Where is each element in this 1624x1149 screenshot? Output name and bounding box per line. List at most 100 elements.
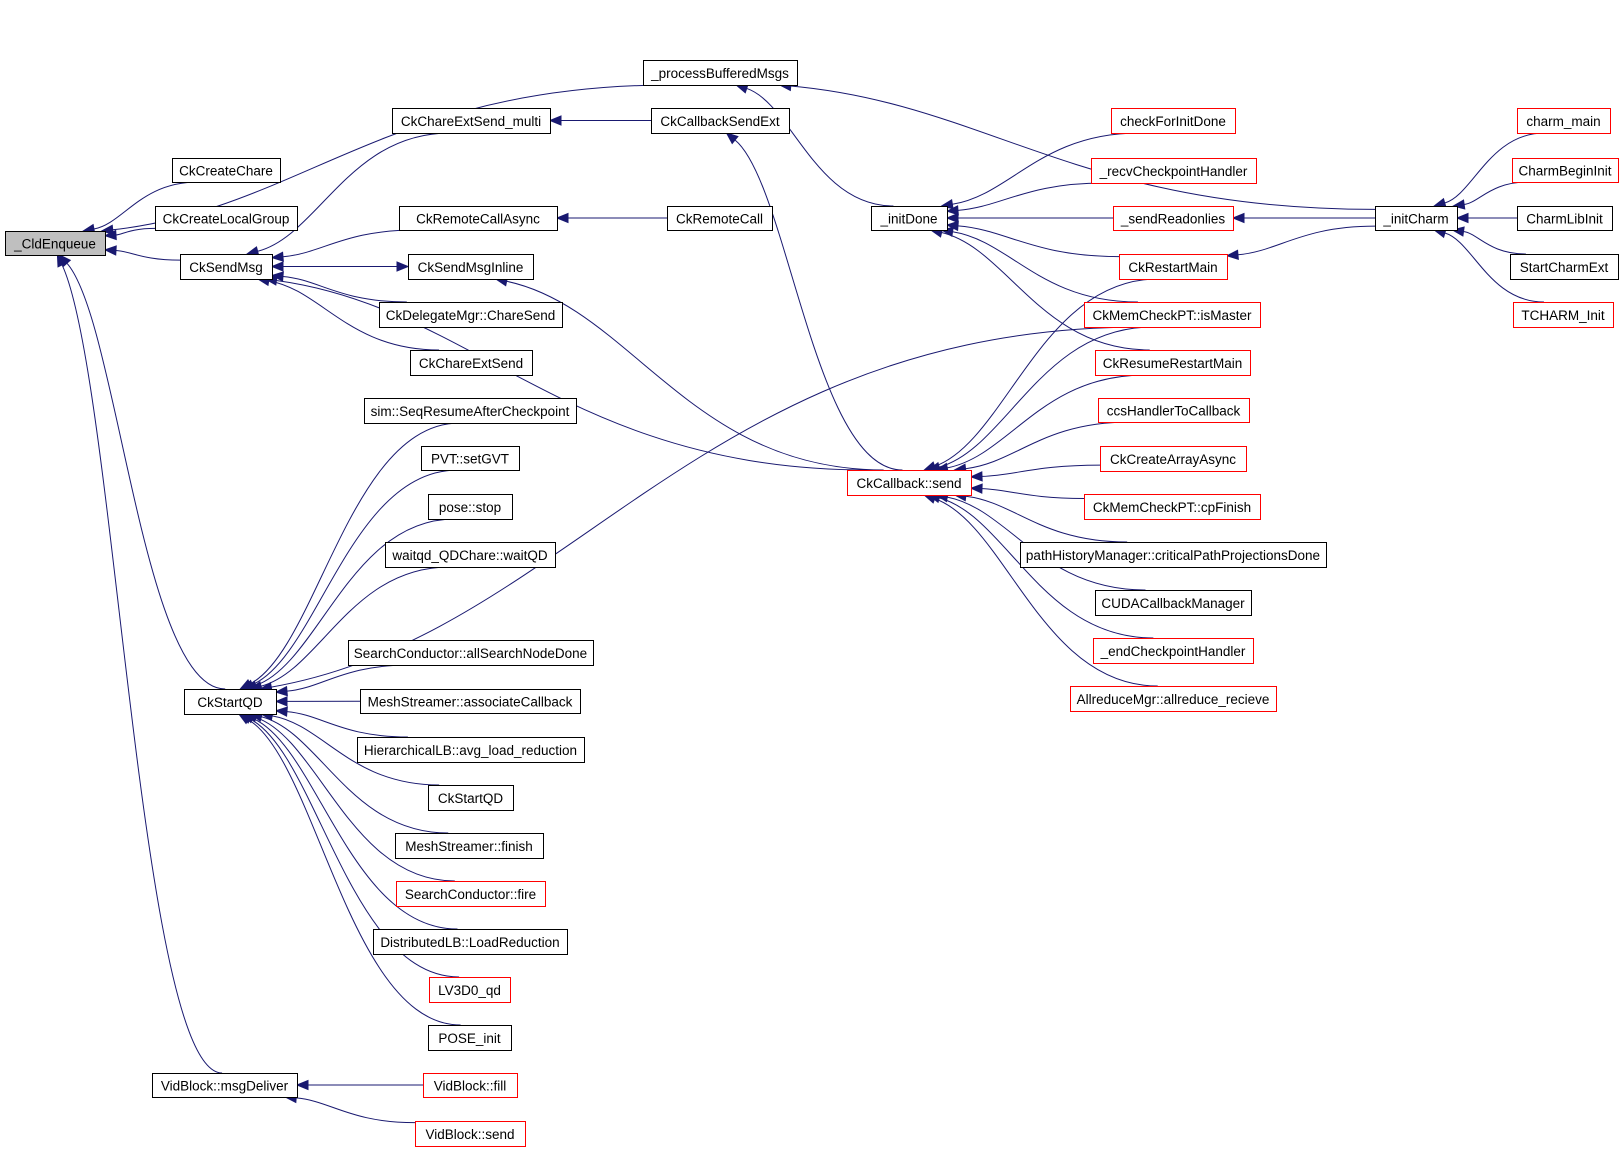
edge-ckcallback-send-to-ckcallbacksendext (725, 132, 903, 471)
node-box (1070, 686, 1277, 712)
edge-line (255, 518, 455, 686)
node-cldenqueue[interactable]: _CldEnqueue (5, 231, 106, 256)
node-charmlibinit[interactable]: CharmLibInit (1517, 206, 1613, 231)
node-box (1517, 108, 1611, 134)
node-box (1517, 206, 1613, 231)
node-label: HierarchicalLB::avg_load_reduction (364, 743, 577, 758)
node-sim-seqresumeaftercheckpoint[interactable]: sim::SeqResumeAfterCheckpoint (364, 398, 577, 424)
edge-line (952, 231, 1138, 303)
node-ckremotecall[interactable]: CkRemoteCall (667, 206, 773, 231)
node-cksendmsginline[interactable]: CkSendMsgInline (408, 254, 534, 280)
node-box (180, 254, 273, 280)
node-searchconductor-allsearchnodedone[interactable]: SearchConductor::allSearchNodeDone (348, 640, 594, 666)
node-ckremotecallasync[interactable]: CkRemoteCallAsync (399, 206, 558, 231)
node-pose-init[interactable]: POSE_init (428, 1025, 512, 1051)
node-pathhistorymanager-criticalpathprojectionsdone[interactable]: pathHistoryManager::criticalPathProjecti… (1020, 542, 1327, 568)
edge-line (93, 181, 198, 230)
node-charm-main[interactable]: charm_main (1517, 108, 1611, 134)
node-cksendmsg[interactable]: CkSendMsg (180, 254, 273, 280)
edge-ckstartqd-to-cldenqueue (58, 254, 226, 690)
node-pose-stop[interactable]: pose::stop (428, 494, 513, 520)
arrowhead-icon (270, 251, 284, 262)
edge-line (965, 495, 1128, 543)
node-ccshandlertocallback[interactable]: ccsHandlerToCallback (1098, 398, 1250, 423)
node-distributedlb-loadreduction[interactable]: DistributedLB::LoadReduction (373, 929, 568, 955)
node-ckchareextsend[interactable]: CkChareExtSend (410, 350, 533, 376)
node-allreducemgr-allreduce-recieve[interactable]: AllreduceMgr::allreduce_recieve (1070, 686, 1277, 712)
node-startcharmext[interactable]: StartCharmExt (1510, 254, 1619, 280)
node-waitqd-qdchare-waitqd[interactable]: waitqd_QDChare::waitQD (385, 542, 556, 568)
edge-line (255, 717, 455, 882)
node-vidblock-msgdeliver[interactable]: VidBlock::msgDeliver (152, 1073, 298, 1098)
node-box (871, 206, 948, 231)
edge-ckmemcheckpt-ismaster-to-ckstartqd (259, 326, 1142, 693)
edge-line (1444, 132, 1545, 204)
node-ckcallbacksendext[interactable]: CkCallbackSendExt (651, 108, 790, 134)
edge-line (286, 711, 408, 738)
node-ckcreatelocalgroup[interactable]: CkCreateLocalGroup (155, 206, 298, 231)
node-cudacallbackmanager[interactable]: CUDACallbackManager (1095, 590, 1252, 616)
edge-line (252, 717, 458, 930)
node-ckchareextsend-multi[interactable]: CkChareExtSend_multi (392, 108, 551, 134)
arrowhead-icon (1455, 212, 1469, 224)
node-ckdelegatemgr-charesend[interactable]: CkDelegateMgr::ChareSend (379, 302, 563, 328)
edge-line (746, 87, 894, 207)
node-label: CkSendMsg (189, 260, 263, 275)
node-box (379, 302, 563, 328)
node-box (155, 206, 298, 231)
node-vidblock-send[interactable]: VidBlock::send (415, 1121, 526, 1147)
node-box (364, 398, 577, 424)
edge-line (952, 132, 1140, 205)
node-ckcreatearrayasync[interactable]: CkCreateArrayAsync (1100, 446, 1247, 472)
node-label: CharmBeginInit (1518, 164, 1611, 179)
node-box (429, 977, 511, 1003)
edge-meshstreamer-finish-to-ckstartqd (249, 711, 449, 834)
node-ckresumerestartmain[interactable]: CkResumeRestartMain (1095, 350, 1251, 376)
node-ckmemcheckpt-cpfinish[interactable]: CkMemCheckPT::cpFinish (1084, 494, 1261, 520)
node-label: _endCheckpointHandler (1100, 644, 1246, 659)
node-label: DistributedLB::LoadReduction (380, 935, 559, 950)
node-initdone[interactable]: _initDone (871, 206, 948, 231)
node-searchconductor-fire[interactable]: SearchConductor::fire (396, 881, 546, 907)
node-box (172, 158, 281, 183)
arrowhead-icon (945, 212, 959, 224)
node-box (1119, 254, 1228, 280)
node-pvt-setgvt[interactable]: PVT::setGVT (421, 446, 520, 471)
node-ckcreatechare[interactable]: CkCreateChare (172, 158, 281, 183)
node-ckcallback-send[interactable]: CkCallback::send (847, 470, 972, 496)
node-ckmemcheckpt-ismaster[interactable]: CkMemCheckPT::isMaster (1084, 302, 1261, 328)
edge-charmbegininit-to-initcharm (1451, 181, 1528, 210)
node-box (1513, 302, 1614, 328)
node-label: SearchConductor::allSearchNodeDone (354, 646, 587, 661)
edge-line (981, 464, 1101, 477)
node-hierarchicallb-avg-load-reduction[interactable]: HierarchicalLB::avg_load_reduction (357, 737, 585, 763)
node-initcharm[interactable]: _initCharm (1375, 206, 1458, 231)
node-checkforinitdone[interactable]: checkForInitDone (1111, 108, 1236, 134)
arrowhead-icon (725, 132, 739, 145)
node-vidblock-fill[interactable]: VidBlock::fill (423, 1073, 518, 1098)
node-label: AllreduceMgr::allreduce_recieve (1077, 692, 1270, 707)
node-box (385, 542, 556, 568)
edge-line (957, 225, 1120, 258)
node-tcharm-init[interactable]: TCHARM_Init (1513, 302, 1614, 328)
node-label: CkResumeRestartMain (1103, 356, 1243, 371)
node-ckstartqd[interactable]: CkStartQD (428, 785, 514, 811)
edge-line (115, 250, 181, 261)
node-ckstartqd[interactable]: CkStartQD (184, 689, 277, 715)
node-meshstreamer-associatecallback[interactable]: MeshStreamer::associateCallback (360, 689, 581, 714)
node-label: VidBlock::msgDeliver (161, 1079, 289, 1094)
node-ckrestartmain[interactable]: CkRestartMain (1119, 254, 1228, 280)
node-endcheckpointhandler[interactable]: _endCheckpointHandler (1093, 638, 1254, 664)
node-box (421, 446, 520, 471)
node-recvcheckpointhandler[interactable]: _recvCheckpointHandler (1091, 158, 1257, 184)
arrowhead-icon (555, 212, 569, 224)
node-lv3d0-qd[interactable]: LV3D0_qd (429, 977, 511, 1003)
node-sendreadonlies[interactable]: _sendReadonlies (1113, 206, 1234, 231)
node-box (428, 494, 513, 520)
node-meshstreamer-finish[interactable]: MeshStreamer::finish (395, 833, 544, 859)
node-label: charm_main (1526, 114, 1600, 129)
node-charmbegininit[interactable]: CharmBeginInit (1512, 158, 1619, 183)
node-processbufferedmsgs[interactable]: _processBufferedMsgs (643, 60, 798, 86)
node-label: CkStartQD (197, 695, 263, 710)
edge-line (252, 469, 459, 686)
